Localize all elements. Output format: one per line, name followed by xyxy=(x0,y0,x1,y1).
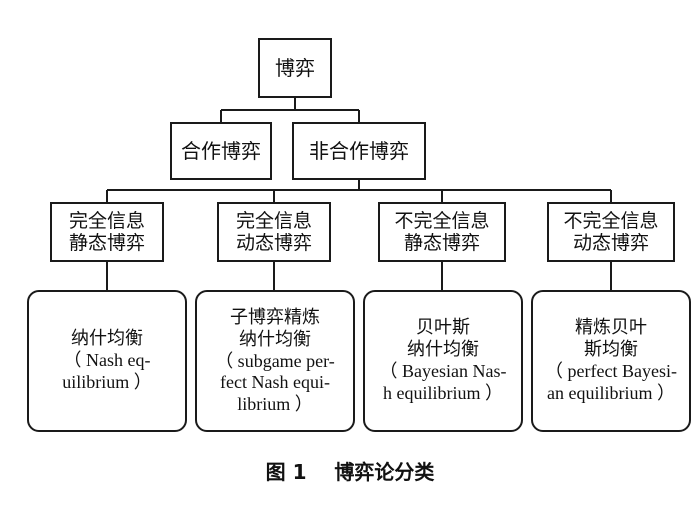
equilibrium-4-en-line2: an equilibrium ） xyxy=(547,382,675,403)
noncooperative-game-label: 非合作博弈 xyxy=(309,139,409,163)
equilibrium-3-cn-line1: 贝叶斯 xyxy=(416,317,470,339)
equilibrium-node-3: 贝叶斯 纳什均衡 （ Bayesian Nas- h equilibrium ） xyxy=(363,290,523,432)
game-type-3-line2: 静态博弈 xyxy=(403,232,480,254)
equilibrium-4-cn-line1: 精炼贝叶 xyxy=(575,317,647,339)
game-type-node-3: 不完全信息 静态博弈 xyxy=(378,202,506,262)
game-type-node-2: 完全信息 动态博弈 xyxy=(217,202,331,262)
root-label: 博弈 xyxy=(275,56,315,80)
equilibrium-node-4: 精炼贝叶 斯均衡 （ perfect Bayesi- an equilibriu… xyxy=(531,290,691,432)
game-type-2-line2: 动态博弈 xyxy=(235,232,312,254)
equilibrium-1-cn-line1: 纳什均衡 xyxy=(71,328,143,350)
game-type-1-line1: 完全信息 xyxy=(68,209,145,232)
cooperative-game-label: 合作博弈 xyxy=(181,139,261,163)
equilibrium-node-2: 子博弈精炼 纳什均衡 （ subgame per- fect Nash equi… xyxy=(195,290,355,432)
equilibrium-2-cn-line2: 纳什均衡 xyxy=(239,328,311,350)
equilibrium-3-cn-line2: 纳什均衡 xyxy=(407,339,479,361)
equilibrium-1-en-line1: （ Nash eq- xyxy=(63,350,151,371)
figure-caption: 图 1 博弈论分类 xyxy=(0,456,700,485)
figure-number: 图 1 xyxy=(265,460,307,484)
figure-title: 博弈论分类 xyxy=(334,460,435,484)
equilibrium-3-en-line1: （ Bayesian Nas- xyxy=(379,361,507,382)
cooperative-game-node: 合作博弈 xyxy=(170,122,272,180)
game-type-1-line2: 静态博弈 xyxy=(68,232,145,254)
noncooperative-game-node: 非合作博弈 xyxy=(292,122,426,180)
caption-gap xyxy=(307,460,335,484)
game-type-4-line1: 不完全信息 xyxy=(563,209,659,232)
equilibrium-2-en-line1: （ subgame per- xyxy=(215,350,335,371)
equilibrium-node-1: 纳什均衡 （ Nash eq- uilibrium ） xyxy=(27,290,187,432)
equilibrium-3-en-line2: h equilibrium ） xyxy=(383,382,503,403)
game-type-4-line2: 动态博弈 xyxy=(572,232,649,254)
equilibrium-2-cn-line1: 子博弈精炼 xyxy=(230,306,320,328)
game-type-node-4: 不完全信息 动态博弈 xyxy=(547,202,675,262)
root-node: 博弈 xyxy=(258,38,332,98)
game-type-3-line1: 不完全信息 xyxy=(394,209,490,232)
game-type-2-line1: 完全信息 xyxy=(235,209,312,232)
equilibrium-4-en-line1: （ perfect Bayesi- xyxy=(545,361,677,382)
game-type-node-1: 完全信息 静态博弈 xyxy=(50,202,164,262)
equilibrium-1-en-line2: uilibrium ） xyxy=(62,371,152,392)
equilibrium-2-en-line3: librium ） xyxy=(237,393,313,414)
equilibrium-4-cn-line2: 斯均衡 xyxy=(584,339,638,361)
equilibrium-2-en-line2: fect Nash equi- xyxy=(220,372,330,393)
